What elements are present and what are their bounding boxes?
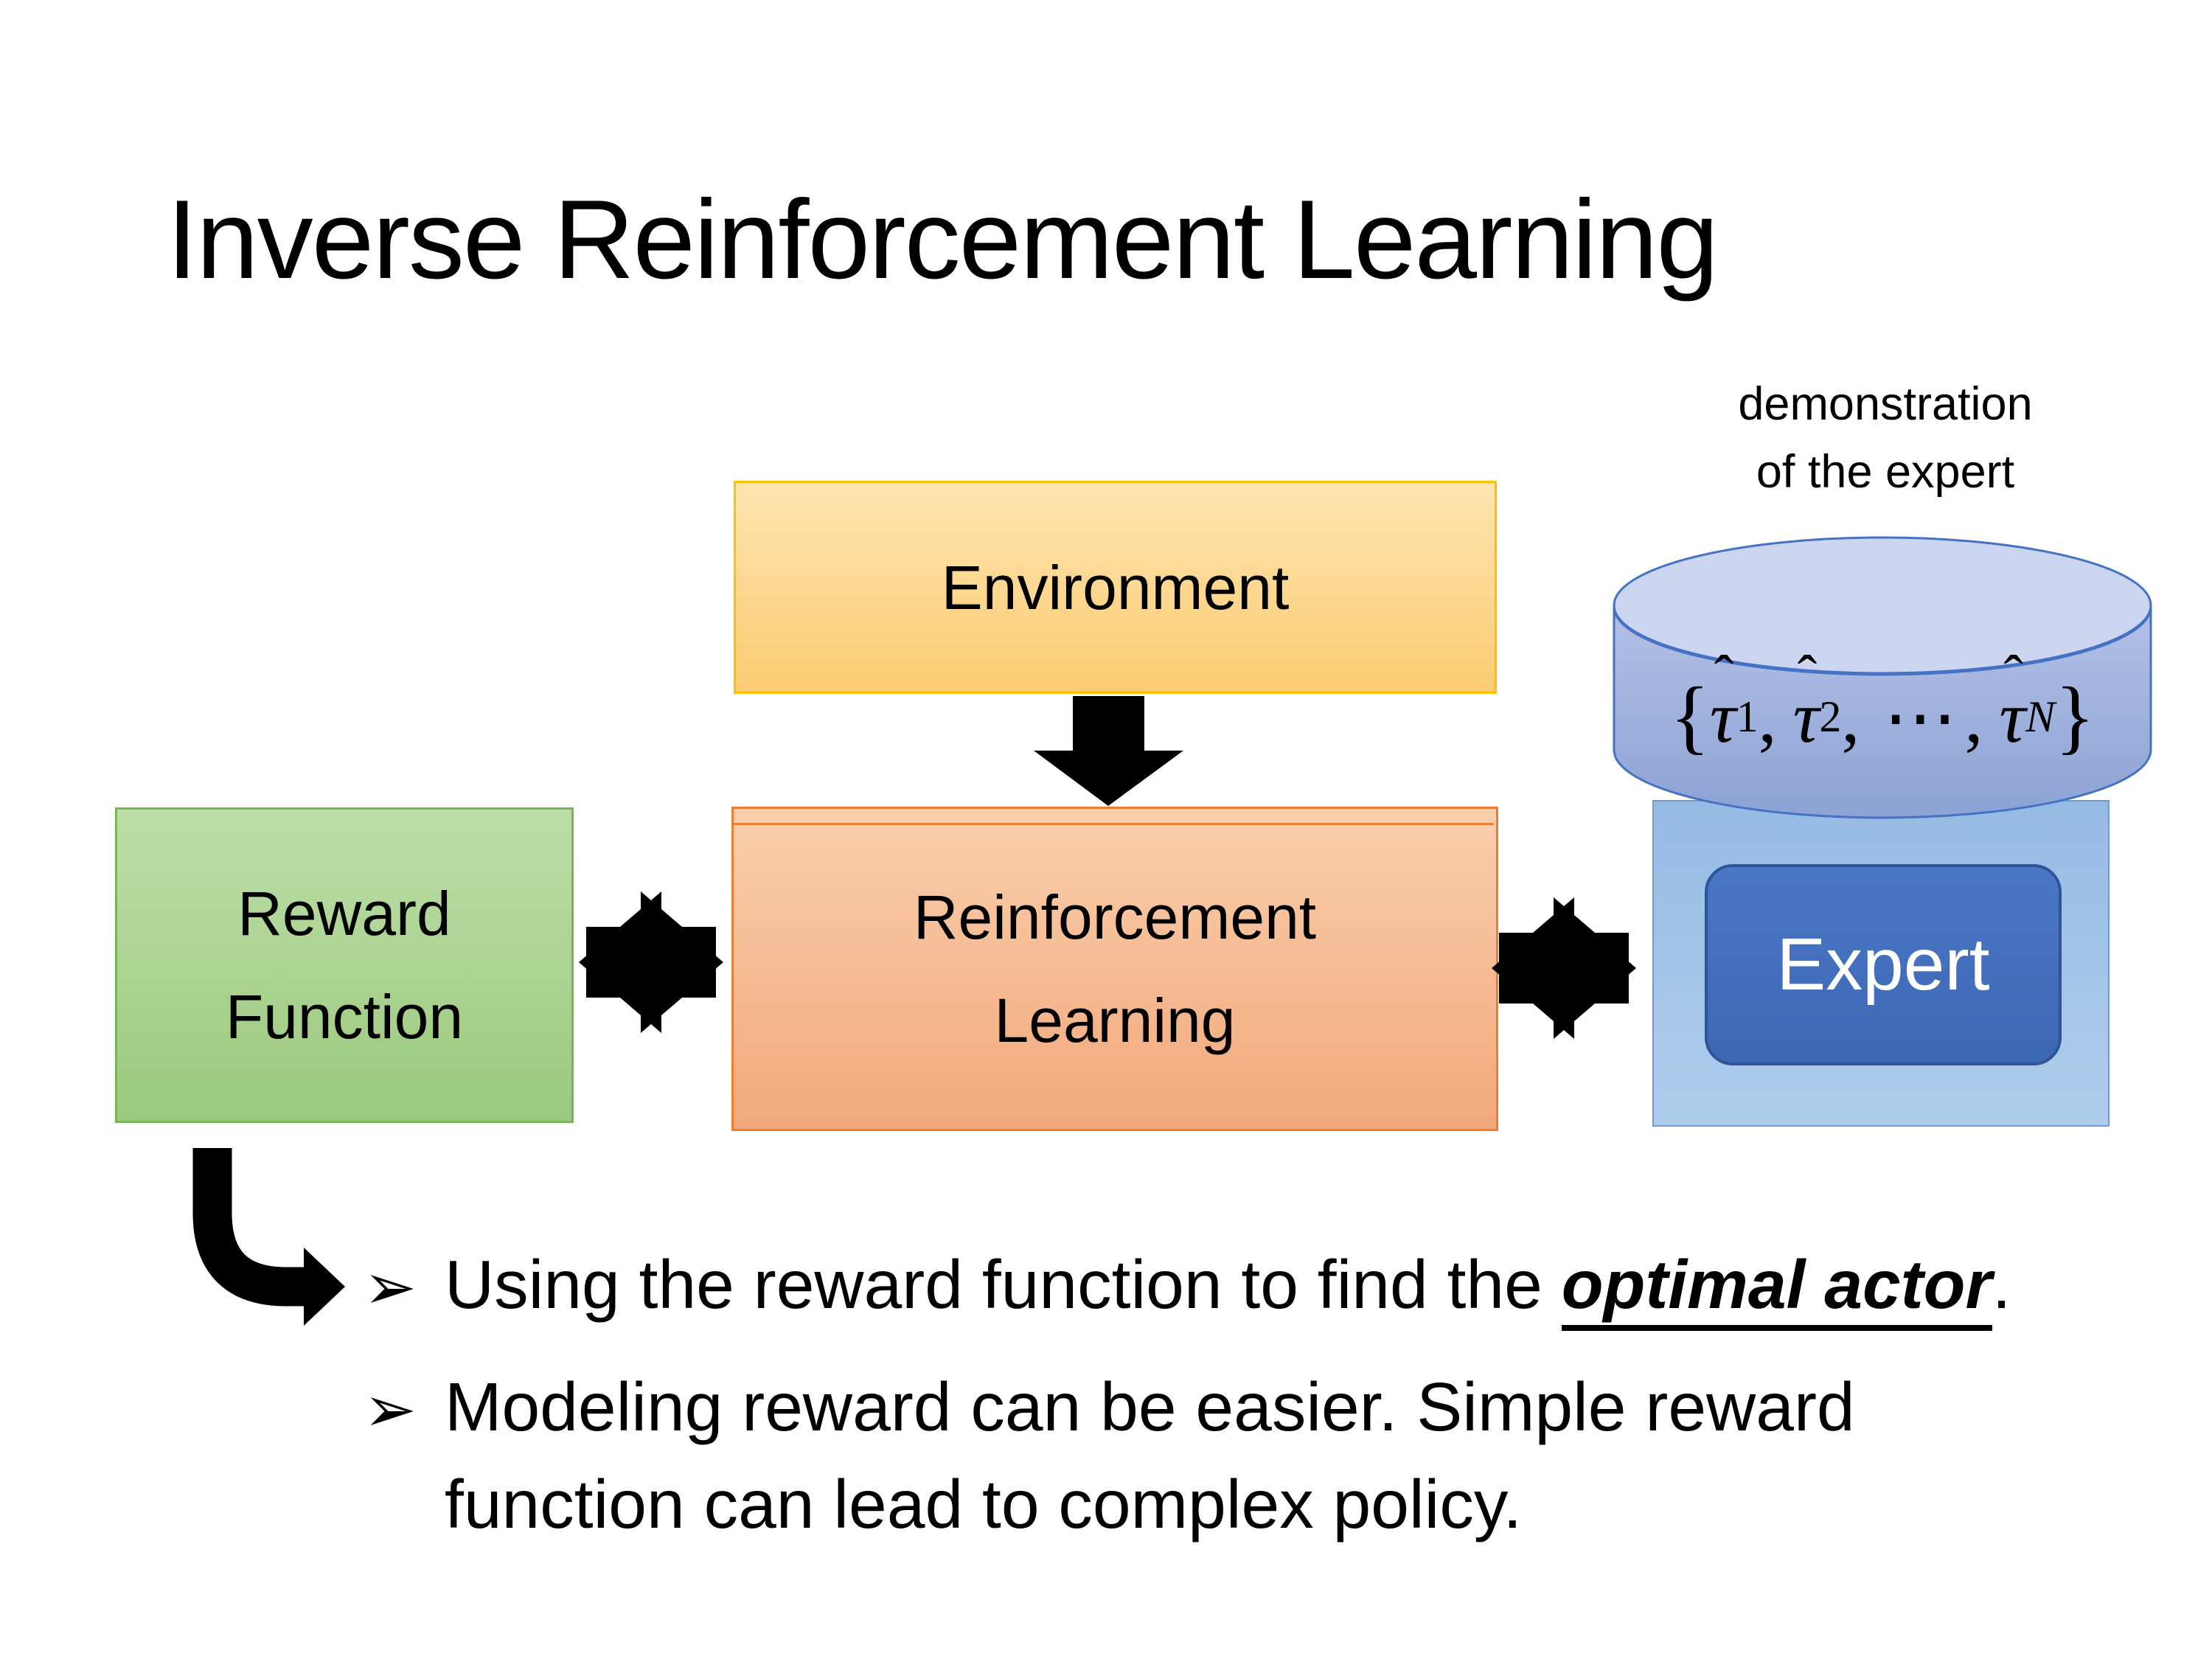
- bullet-item-modeling-reward: ➢ Modeling reward can be easier. Simple r…: [364, 1358, 2089, 1553]
- bullet-text-highlight: optimal actor: [1561, 1246, 1992, 1331]
- double-arrow-right-icon: [1492, 897, 1636, 1039]
- formula-ellipsis: ⋯: [1883, 673, 1958, 760]
- bullet-chevron-icon: ➢: [364, 1251, 417, 1324]
- bullet-text-suffix: .: [1992, 1246, 2011, 1323]
- expert-box: Expert: [1705, 864, 2062, 1065]
- reinforcement-learning-label-line1: Reinforcement: [913, 883, 1317, 952]
- bullet-text: Modeling reward can be easier. Simple re…: [445, 1368, 1855, 1543]
- demonstration-label: demonstration of the expert: [1615, 370, 2156, 506]
- environment-box: Environment: [734, 481, 1497, 694]
- formula-open-brace: {: [1670, 670, 1710, 762]
- page-title: Inverse Reinforcement Learning: [167, 177, 1719, 302]
- bullet-item-optimal-actor: ➢ Using the reward function to find the o…: [364, 1236, 2089, 1333]
- demonstration-label-line1: demonstration: [1738, 378, 2033, 430]
- bullet-text-prefix: Using the reward function to find the: [445, 1246, 1562, 1323]
- reinforcement-learning-box: Reinforcement Learning: [731, 807, 1498, 1131]
- reward-function-label-line1: Reward: [237, 879, 451, 948]
- demonstration-label-line2: of the expert: [1756, 446, 2015, 498]
- elbow-arrow-icon: [192, 1148, 345, 1326]
- reward-function-label-line2: Function: [225, 982, 464, 1051]
- formula-close-brace: }: [2055, 670, 2095, 762]
- bullet-chevron-icon: ➢: [364, 1373, 417, 1447]
- down-arrow-icon: [1034, 696, 1183, 806]
- environment-box-label: Environment: [941, 552, 1290, 622]
- double-arrow-left-icon: [579, 891, 723, 1033]
- reinforcement-learning-label-line2: Learning: [994, 986, 1236, 1055]
- bullet-list: ➢ Using the reward function to find the o…: [364, 1236, 2089, 1553]
- expert-box-label: Expert: [1776, 923, 1990, 1006]
- reward-function-box: Reward Function: [115, 807, 574, 1123]
- database-cylinder: [1613, 536, 2152, 819]
